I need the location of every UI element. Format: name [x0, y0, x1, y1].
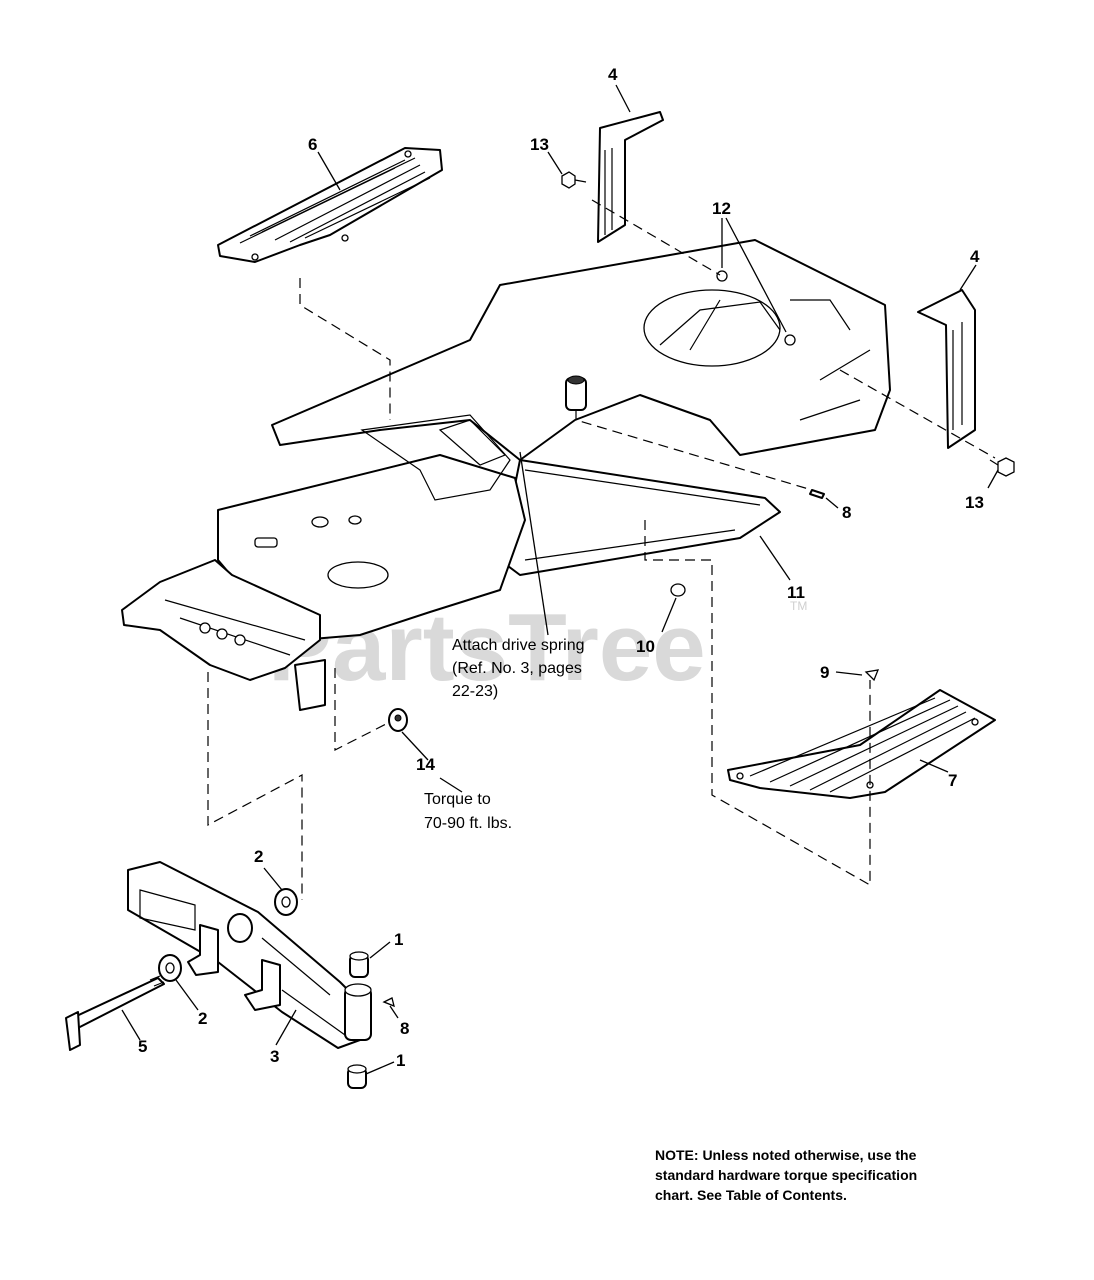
- part-1-bushing-lower[interactable]: [347, 1064, 367, 1089]
- watermark-trademark: TM: [790, 599, 807, 613]
- callout-numbers: 6 4 13 12 4 13 8 11 10 9 7 14 2 1 2 8 5 …: [138, 65, 984, 1070]
- callout-5: 5: [138, 1037, 147, 1056]
- part-14-nut[interactable]: [388, 708, 408, 732]
- callout-2-upper: 2: [254, 847, 263, 866]
- svg-text:standard hardware torque speci: standard hardware torque specification: [655, 1167, 917, 1183]
- svg-text:22-23): 22-23): [452, 683, 498, 700]
- part-2-washer-upper[interactable]: [274, 888, 298, 916]
- callout-9: 9: [820, 663, 829, 682]
- leader-lines: [121, 84, 999, 1075]
- part-8-pin-upper[interactable]: [809, 489, 825, 499]
- torque-note: NOTE: Unless noted otherwise, use the st…: [655, 1147, 917, 1203]
- part-5-pivot-bolt[interactable]: [65, 975, 165, 1051]
- torque-annotation: Torque to 70-90 ft. lbs.: [424, 791, 512, 832]
- part-4-bracket-upper[interactable]: [597, 111, 664, 243]
- part-13-bolt-right[interactable]: [989, 457, 1015, 477]
- svg-text:Attach drive spring: Attach drive spring: [452, 637, 585, 654]
- callout-13-upper: 13: [530, 135, 549, 154]
- frame-spacer: [565, 375, 587, 411]
- callout-2-lower: 2: [198, 1009, 207, 1028]
- svg-text:70-90 ft. lbs.: 70-90 ft. lbs.: [424, 815, 512, 832]
- callout-1-lower: 1: [396, 1051, 405, 1070]
- part-3-front-axle[interactable]: [127, 861, 372, 1049]
- drive-spring-annotation: Attach drive spring (Ref. No. 3, pages 2…: [452, 637, 585, 700]
- main-frame[interactable]: [121, 239, 891, 711]
- assembly-lines: [207, 199, 996, 900]
- part-2-washer-lower[interactable]: [158, 954, 182, 982]
- part-1-bushing-upper[interactable]: [349, 951, 369, 978]
- part-6-footrest[interactable]: [217, 147, 443, 263]
- callout-10: 10: [636, 637, 655, 656]
- part-13-bolt-upper[interactable]: [561, 171, 587, 189]
- part-7-footrest[interactable]: [727, 689, 996, 799]
- callout-12: 12: [712, 199, 731, 218]
- callout-14: 14: [416, 755, 435, 774]
- callout-8-lower: 8: [400, 1019, 409, 1038]
- callout-3: 3: [270, 1047, 279, 1066]
- callout-6: 6: [308, 135, 317, 154]
- callout-8-upper: 8: [842, 503, 851, 522]
- part-4-bracket-right[interactable]: [917, 289, 976, 449]
- part-9-plug[interactable]: [864, 669, 880, 682]
- callout-1-upper: 1: [394, 930, 403, 949]
- svg-text:NOTE: Unless noted otherwise,: NOTE: Unless noted otherwise, use the: [655, 1147, 917, 1163]
- svg-text:Torque to: Torque to: [424, 791, 491, 808]
- part-10-plug[interactable]: [670, 583, 686, 597]
- callout-11: 11: [787, 583, 805, 602]
- part-12-studs[interactable]: [716, 270, 796, 346]
- callout-4-right: 4: [970, 247, 980, 266]
- callout-4-upper: 4: [608, 65, 618, 84]
- callout-7: 7: [948, 771, 957, 790]
- svg-text:chart. See Table of Contents.: chart. See Table of Contents.: [655, 1187, 847, 1203]
- part-8-fitting-lower[interactable]: [382, 997, 395, 1008]
- callout-13-right: 13: [965, 493, 984, 512]
- svg-text:(Ref. No. 3, pages: (Ref. No. 3, pages: [452, 660, 582, 677]
